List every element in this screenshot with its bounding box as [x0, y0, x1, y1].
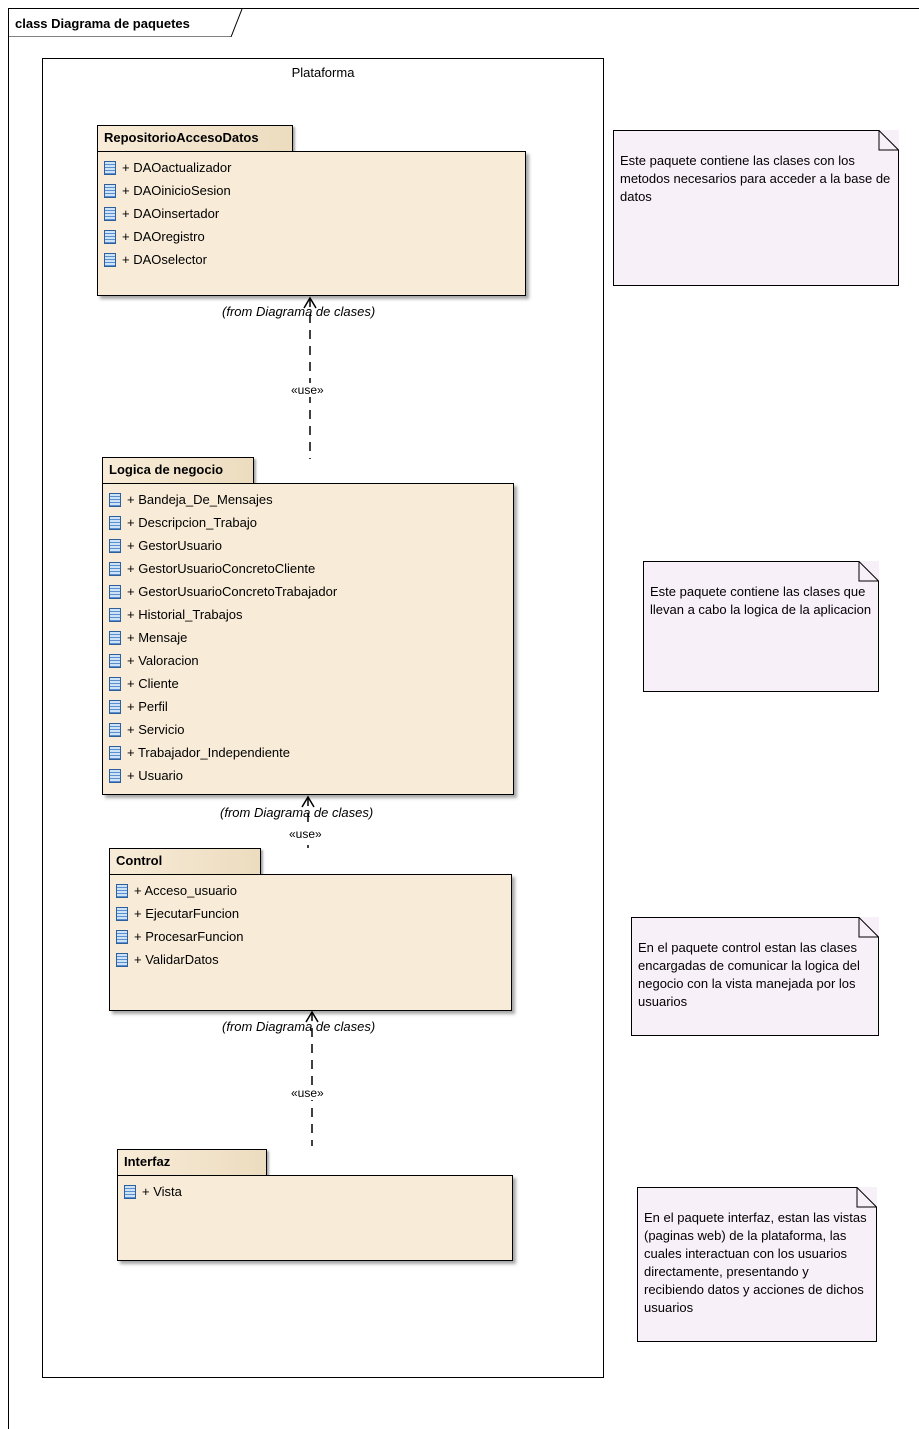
from-label: (from Diagrama de clases): [220, 805, 374, 820]
class-icon: [109, 700, 121, 714]
package-tab-control[interactable]: Control: [109, 848, 261, 875]
class-icon: [109, 723, 121, 737]
package-body-logica[interactable]: + Bandeja_De_Mensajes + Descripcion_Trab…: [102, 483, 514, 795]
class-icon: [109, 631, 121, 645]
package-body-repositorio[interactable]: + DAOactualizador + DAOinicioSesion + DA…: [97, 151, 526, 296]
class-item[interactable]: + ProcesarFuncion: [116, 929, 511, 952]
class-icon: [104, 161, 116, 175]
class-icon: [109, 493, 121, 507]
class-list: + DAOactualizador + DAOinicioSesion + DA…: [98, 152, 525, 275]
note-control[interactable]: En el paquete control estan las clases e…: [631, 917, 879, 1036]
class-icon: [104, 253, 116, 267]
diagram-frame: class Diagrama de paquetes: [8, 8, 919, 1429]
class-icon: [104, 184, 116, 198]
class-item[interactable]: + Servicio: [109, 722, 513, 745]
from-label: (from Diagrama de clases): [222, 1019, 376, 1034]
use-dependency-arrow[interactable]: [298, 795, 318, 850]
note-text: En el paquete control estan las clases e…: [638, 940, 860, 1009]
note-shape: [637, 1187, 877, 1342]
class-item[interactable]: + Acceso_usuario: [116, 883, 511, 906]
class-item[interactable]: + GestorUsuarioConcretoCliente: [109, 561, 513, 584]
use-stereotype: «use»: [290, 1086, 325, 1100]
class-icon: [109, 746, 121, 760]
use-stereotype: «use»: [288, 827, 323, 841]
class-item[interactable]: + DAOregistro: [104, 229, 525, 252]
class-item[interactable]: + GestorUsuario: [109, 538, 513, 561]
class-item[interactable]: + Vista: [124, 1184, 512, 1207]
class-item[interactable]: + DAOinsertador: [104, 206, 525, 229]
package-name: RepositorioAccesoDatos: [104, 130, 259, 145]
class-item[interactable]: + DAOactualizador: [104, 160, 525, 183]
class-icon: [109, 769, 121, 783]
use-stereotype: «use»: [290, 383, 325, 397]
note-shape: [643, 561, 879, 692]
class-item[interactable]: + DAOselector: [104, 252, 525, 275]
class-icon: [116, 907, 128, 921]
note-shape: [613, 130, 899, 286]
note-logica[interactable]: Este paquete contiene las clases que lle…: [643, 561, 879, 692]
package-body-control[interactable]: + Acceso_usuario + EjecutarFuncion + Pro…: [109, 874, 512, 1011]
class-item[interactable]: + EjecutarFuncion: [116, 906, 511, 929]
package-name: Logica de negocio: [109, 462, 224, 477]
frame-title-tab: [9, 9, 243, 37]
package-tab-repositorio[interactable]: RepositorioAccesoDatos: [97, 125, 293, 152]
use-dependency-arrow[interactable]: [302, 1010, 322, 1148]
class-icon: [109, 562, 121, 576]
note-shape: [631, 917, 879, 1036]
use-dependency-arrow[interactable]: [300, 296, 320, 461]
platform-label: Plataforma: [291, 65, 355, 80]
class-icon: [109, 516, 121, 530]
class-list: + Bandeja_De_Mensajes + Descripcion_Trab…: [103, 484, 513, 791]
class-item[interactable]: + Cliente: [109, 676, 513, 699]
package-tab-logica[interactable]: Logica de negocio: [102, 457, 254, 484]
class-icon: [104, 207, 116, 221]
from-label: (from Diagrama de clases): [222, 304, 376, 319]
class-icon: [109, 539, 121, 553]
class-icon: [116, 953, 128, 967]
class-icon: [109, 677, 121, 691]
class-icon: [109, 608, 121, 622]
package-name: Interfaz: [124, 1154, 171, 1169]
class-item[interactable]: + Perfil: [109, 699, 513, 722]
class-icon: [109, 585, 121, 599]
class-icon: [104, 230, 116, 244]
note-text: En el paquete interfaz, estan las vistas…: [644, 1210, 867, 1315]
class-item[interactable]: + Usuario: [109, 768, 513, 791]
diagram-title: class Diagrama de paquetes: [15, 16, 190, 31]
package-tab-interfaz[interactable]: Interfaz: [117, 1149, 267, 1176]
package-body-interfaz[interactable]: + Vista: [117, 1175, 513, 1261]
note-repositorio[interactable]: Este paquete contiene las clases con los…: [613, 130, 899, 286]
class-list: + Acceso_usuario + EjecutarFuncion + Pro…: [110, 875, 511, 975]
note-text: Este paquete contiene las clases que lle…: [650, 584, 872, 617]
class-icon: [116, 884, 128, 898]
class-item[interactable]: + Trabajador_Independiente: [109, 745, 513, 768]
class-item[interactable]: + Historial_Trabajos: [109, 607, 513, 630]
class-item[interactable]: + Valoracion: [109, 653, 513, 676]
class-item[interactable]: + Descripcion_Trabajo: [109, 515, 513, 538]
class-item[interactable]: + GestorUsuarioConcretoTrabajador: [109, 584, 513, 607]
class-item[interactable]: + Bandeja_De_Mensajes: [109, 492, 513, 515]
class-icon: [116, 930, 128, 944]
package-name: Control: [116, 853, 163, 868]
class-icon: [124, 1185, 136, 1199]
note-text: Este paquete contiene las clases con los…: [620, 153, 891, 204]
class-icon: [109, 654, 121, 668]
class-item[interactable]: + ValidarDatos: [116, 952, 511, 975]
note-interfaz[interactable]: En el paquete interfaz, estan las vistas…: [637, 1187, 877, 1342]
class-item[interactable]: + Mensaje: [109, 630, 513, 653]
class-item[interactable]: + DAOinicioSesion: [104, 183, 525, 206]
class-list: + Vista: [118, 1176, 512, 1207]
